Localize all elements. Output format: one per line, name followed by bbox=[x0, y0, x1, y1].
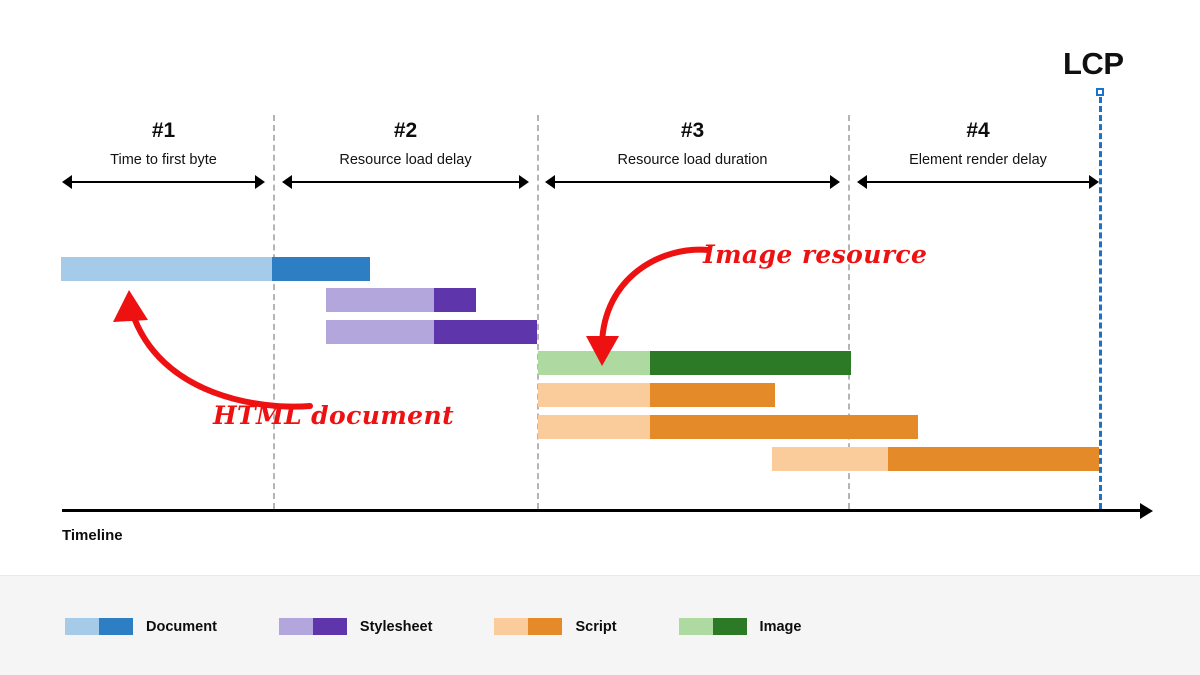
phase-number: #2 bbox=[393, 119, 418, 142]
timeline-caption: Timeline bbox=[62, 527, 123, 544]
bar-segment-download bbox=[650, 383, 775, 407]
waterfall-bar-stylesheet-2 bbox=[326, 320, 537, 344]
lcp-dashed-line bbox=[1099, 97, 1102, 509]
phase-header-3: #3 Resource load duration bbox=[545, 120, 840, 169]
phase-header-4: #4 Element render delay bbox=[857, 120, 1099, 169]
waterfall-bar-script-3 bbox=[772, 447, 1099, 471]
phase-label: Time to first byte bbox=[110, 152, 217, 168]
legend-swatch-stylesheet-icon bbox=[278, 618, 347, 635]
legend-item-image[interactable]: Image bbox=[678, 618, 802, 635]
phase-label: Element render delay bbox=[909, 152, 1047, 168]
lcp-marker-icon bbox=[1096, 88, 1104, 96]
legend-label: Image bbox=[759, 618, 802, 635]
legend-items: Document Stylesheet Script Image bbox=[65, 618, 863, 635]
waterfall-bar-stylesheet-1 bbox=[326, 288, 476, 312]
swatch-dark bbox=[712, 618, 747, 635]
phase-span-arrow-4 bbox=[857, 175, 1099, 189]
legend-swatch-script-icon bbox=[494, 618, 563, 635]
phase-header-2: #2 Resource load delay bbox=[282, 120, 529, 169]
swatch-dark bbox=[312, 618, 347, 635]
phase-header-1: #1 Time to first byte bbox=[62, 120, 265, 169]
legend-item-script[interactable]: Script bbox=[494, 618, 617, 635]
phase-span-arrow-2 bbox=[282, 175, 529, 189]
bar-segment-download bbox=[272, 257, 370, 281]
bar-segment-delay bbox=[772, 447, 888, 471]
timeline-axis-arrow-icon bbox=[1140, 503, 1153, 519]
phase-number: #3 bbox=[680, 119, 705, 142]
swatch-light bbox=[678, 618, 713, 635]
timeline-axis bbox=[62, 509, 1140, 512]
legend-swatch-document-icon bbox=[65, 618, 133, 635]
bar-segment-download bbox=[434, 288, 476, 312]
legend-swatch-image-icon bbox=[678, 618, 747, 635]
swatch-light bbox=[278, 618, 313, 635]
swatch-dark bbox=[528, 618, 563, 635]
bar-segment-delay bbox=[61, 257, 272, 281]
swatch-light bbox=[494, 618, 529, 635]
legend-label: Document bbox=[146, 618, 217, 635]
lcp-label: LCP bbox=[1063, 46, 1124, 81]
bar-segment-download bbox=[434, 320, 537, 344]
legend-label: Script bbox=[575, 618, 617, 635]
phase-label: Resource load duration bbox=[617, 152, 768, 168]
chart-plot-area: LCP #1 Time to first byte #2 Resource lo… bbox=[61, 46, 1153, 544]
phase-number: #1 bbox=[151, 119, 176, 142]
annotation-image-resource: Image resource bbox=[703, 240, 928, 269]
phase-number: #4 bbox=[966, 119, 990, 142]
swatch-dark bbox=[99, 618, 133, 635]
annotation-html-document: HTML document bbox=[213, 401, 455, 430]
bar-segment-delay bbox=[326, 320, 434, 344]
phase-label: Resource load delay bbox=[339, 152, 472, 168]
bar-segment-download bbox=[888, 447, 1099, 471]
waterfall-bar-image-1 bbox=[538, 351, 851, 375]
legend-item-stylesheet[interactable]: Stylesheet bbox=[278, 618, 433, 635]
legend-item-document[interactable]: Document bbox=[65, 618, 217, 635]
legend-label: Stylesheet bbox=[359, 618, 433, 635]
bar-segment-delay bbox=[538, 351, 650, 375]
bar-segment-delay bbox=[326, 288, 434, 312]
phase-span-arrow-1 bbox=[62, 175, 265, 189]
swatch-light bbox=[65, 618, 99, 635]
waterfall-bar-document-1 bbox=[61, 257, 370, 281]
phase-divider-2 bbox=[537, 115, 539, 509]
phase-divider-3 bbox=[848, 115, 850, 509]
bar-segment-delay bbox=[538, 383, 650, 407]
bar-segment-delay bbox=[538, 415, 650, 439]
html-document-annotation-arrow-icon bbox=[113, 290, 313, 410]
waterfall-bar-script-2 bbox=[538, 415, 918, 439]
bar-segment-download bbox=[650, 415, 918, 439]
bar-segment-download bbox=[650, 351, 851, 375]
phase-divider-1 bbox=[273, 115, 275, 509]
legend-footer: Document Stylesheet Script Image bbox=[0, 575, 1200, 675]
phase-span-arrow-3 bbox=[545, 175, 840, 189]
waterfall-bar-script-1 bbox=[538, 383, 775, 407]
